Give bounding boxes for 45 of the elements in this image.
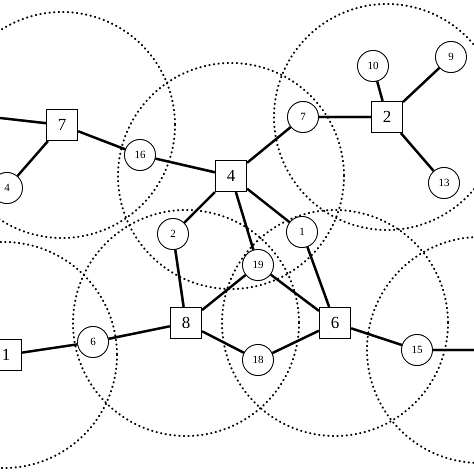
node-number: 16 [134,148,146,163]
node-number: 2 [382,106,392,128]
connector-line [270,274,320,312]
node-number: 7 [300,110,306,125]
node-number: 13 [438,176,450,191]
connector-line [155,157,216,174]
connector-line [246,188,290,224]
connector-line [201,330,244,354]
square-node [170,307,202,339]
connector-line [201,274,246,312]
node-number: 6 [90,334,96,350]
connector-line [183,191,216,224]
connector-line [306,246,330,308]
node-number: 1 [2,344,10,366]
connector-line [319,116,371,118]
connector-line [433,348,474,352]
connector-line [234,192,255,250]
connector-line [108,325,170,340]
node-number: 6 [330,312,340,334]
node-number: 10 [368,58,378,74]
connector-line [350,327,402,346]
connector-line [0,116,46,124]
connector-line [78,130,126,150]
square-node [319,307,351,339]
connector-line [272,330,320,354]
connector-line [402,67,440,103]
square-node [371,101,403,133]
connector-line [174,250,185,308]
connector-line [22,343,78,354]
square-node [215,160,247,192]
node-number: 15 [412,342,422,358]
node-number: 4 [4,180,10,196]
connector-line [400,132,435,172]
node-number: 1 [299,224,305,240]
node-number: 8 [182,312,190,334]
connector-line [246,126,292,164]
node-number: 19 [252,258,264,273]
connector-line [376,81,384,102]
square-node [46,109,78,141]
node-number: 7 [58,114,66,136]
node-number: 18 [252,352,264,368]
connector-line [16,140,50,177]
node-number: 2 [170,226,176,242]
node-number: 4 [226,165,236,188]
node-number: 9 [448,50,454,65]
